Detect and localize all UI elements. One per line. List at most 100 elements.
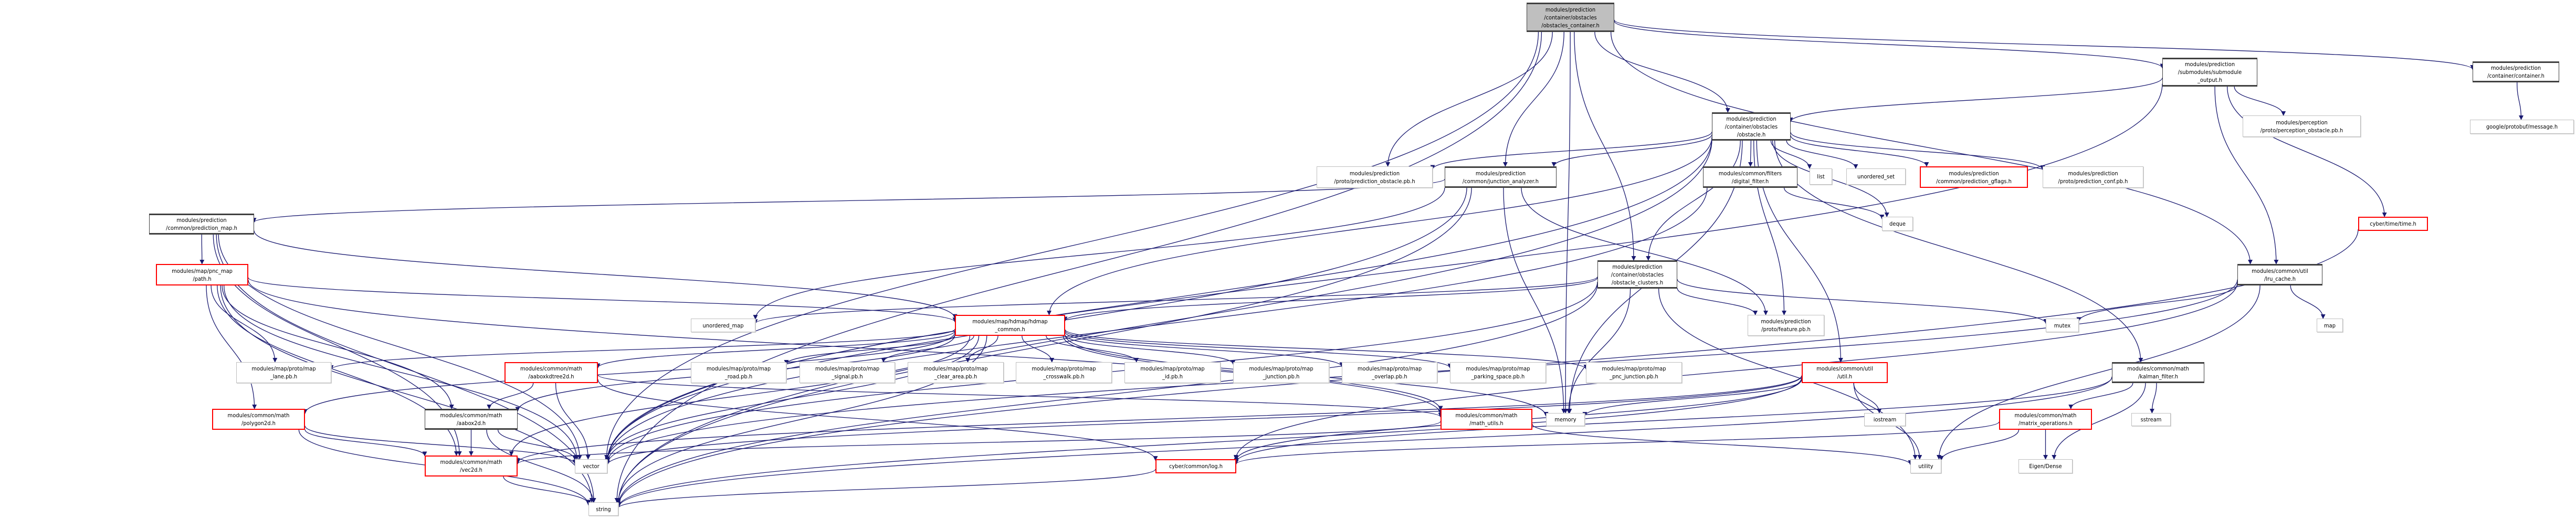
edge-prediction-map-to-hdmap-common <box>254 230 958 319</box>
node-time[interactable]: cyber/time/time.h <box>2358 217 2428 231</box>
edge-hdmap-common-to-pnc-junction-pb <box>1065 329 1589 369</box>
edge-pnc-path-to-hdmap-common <box>248 277 958 323</box>
edge-root-to-lru-cache <box>1611 31 2253 264</box>
node-unordered-set[interactable]: unordered_set <box>1846 168 1906 185</box>
node-prediction-obstacle[interactable]: modules/prediction /proto/prediction_obs… <box>1317 166 1433 188</box>
node-mutex[interactable]: mutex <box>2046 319 2079 332</box>
node-submodule-output[interactable]: modules/prediction /submodules/submodule… <box>2162 58 2257 87</box>
node-sstream[interactable]: sstream <box>2131 413 2171 426</box>
node-math-utils[interactable]: modules/common/math /math_utils.h <box>1441 409 1532 430</box>
edge-lru-cache-to-mutex <box>2076 284 2238 322</box>
node-gflags[interactable]: modules/prediction /common/prediction_gf… <box>1920 166 2028 188</box>
edge-util-to-vec2d <box>515 375 1802 463</box>
node-signal-pb[interactable]: modules/map/proto/map _signal.pb.h <box>800 362 895 383</box>
edge-lru-cache-to-utility <box>1936 285 2260 460</box>
edge-root-to-container <box>1614 19 2475 70</box>
edge-root-to-obstacle-clusters <box>1574 31 1636 261</box>
edge-hdmap-common-to-aaboxkdtree2d <box>595 331 955 368</box>
node-aabox2d[interactable]: modules/common/math /aabox2d.h <box>425 409 518 430</box>
node-feature[interactable]: modules/prediction /proto/feature.pb.h <box>1748 315 1824 336</box>
edge-obstacle-clusters-to-unordered-map <box>753 276 1598 324</box>
edge-junction-analyzer-to-unordered-map <box>753 187 1445 320</box>
edge-obstacle-clusters-to-mutex <box>1677 279 2048 324</box>
edge-digital-filter-to-vector <box>605 187 1708 463</box>
node-overlap-pb[interactable]: modules/map/proto/map _overlap.pb.h <box>1342 362 1437 383</box>
node-kalman-filter[interactable]: modules/common/math /kalman_filter.h <box>2112 362 2204 383</box>
edge-kalman-filter-to-sstream <box>2149 383 2157 414</box>
edge-root-to-string <box>614 31 1542 503</box>
edge-obstacle-clusters-to-utility <box>1658 288 1918 460</box>
node-lru-cache[interactable]: modules/common/util /lru_cache.h <box>2237 264 2322 285</box>
edge-kalman-filter-to-log <box>1234 377 2112 463</box>
edge-pnc-path-to-math-utils <box>248 280 1443 415</box>
edge-root-to-obstacle <box>1594 31 1730 113</box>
node-vector[interactable]: vector <box>575 459 607 473</box>
node-root[interactable]: modules/prediction /container/obstacles … <box>1527 3 1614 32</box>
edge-util-to-memory <box>1582 379 1802 417</box>
node-pnc-junction-pb[interactable]: modules/map/proto/map _pnc_junction.pb.h <box>1586 362 1682 383</box>
node-container[interactable]: modules/prediction /container/container.… <box>2473 61 2559 82</box>
edge-kalman-filter-to-matrix-operations <box>2068 383 2133 409</box>
node-pnc-path[interactable]: modules/map/pnc_map /path.h <box>156 264 248 285</box>
edge-math-utils-to-utility <box>1532 424 1913 465</box>
edge-kalman-filter-to-eigen <box>2052 383 2146 460</box>
edge-obstacle-clusters-to-memory <box>1566 288 1631 414</box>
node-perception-obstacle[interactable]: modules/perception /proto/perception_obs… <box>2243 115 2361 137</box>
edge-hdmap-common-to-crosswalk-pb <box>1022 335 1055 363</box>
node-parking-space-pb[interactable]: modules/map/proto/map _parking_space.pb.… <box>1450 362 1546 383</box>
node-hdmap-common[interactable]: modules/map/hdmap/hdmap _common.h <box>955 315 1065 336</box>
node-lane-pb[interactable]: modules/map/proto/map _lane.pb.h <box>236 362 331 383</box>
edge-hdmap-common-to-vector <box>605 335 980 461</box>
node-deque[interactable]: deque <box>1882 217 1913 231</box>
node-list[interactable]: list <box>1810 168 1832 185</box>
node-iostream[interactable]: iostream <box>1864 413 1906 426</box>
edge-submodule-output-to-perception-obstacle <box>2234 86 2286 116</box>
node-prediction-conf[interactable]: modules/prediction /proto/prediction_con… <box>2043 166 2143 188</box>
edge-log-to-string <box>616 469 1156 509</box>
edge-junction-analyzer-to-string <box>616 187 1472 504</box>
node-eigen[interactable]: Eigen/Dense <box>2018 459 2073 473</box>
edge-hdmap-common-to-signal-pb <box>881 335 974 363</box>
node-vec2d[interactable]: modules/common/math /vec2d.h <box>425 456 518 476</box>
edge-matrix-operations-to-log <box>1234 421 2000 465</box>
edge-obstacle-to-list <box>1770 140 1812 169</box>
node-clear-area-pb[interactable]: modules/map/proto/map _clear_area.pb.h <box>908 362 1004 383</box>
node-unordered-map[interactable]: unordered_map <box>691 319 755 332</box>
edge-root-to-memory <box>1563 31 1571 414</box>
edge-polygon2d-to-vector <box>304 426 577 465</box>
edge-hdmap-common-to-overlap-pb <box>1065 332 1344 367</box>
node-road-pb[interactable]: modules/map/proto/map _road.pb.h <box>691 362 786 383</box>
node-matrix-operations[interactable]: modules/common/math /matrix_operations.h <box>1999 409 2092 430</box>
node-junction-analyzer[interactable]: modules/prediction /common/junction_anal… <box>1445 166 1557 188</box>
edge-vec2d-to-string <box>503 476 591 505</box>
node-aaboxkdtree2d[interactable]: modules/common/math /aaboxkdtree2d.h <box>504 362 598 383</box>
edge-junction-analyzer-to-memory <box>1503 187 1566 414</box>
node-util[interactable]: modules/common/util /util.h <box>1802 362 1888 383</box>
node-digital-filter[interactable]: modules/common/filters /digital_filter.h <box>1703 166 1797 188</box>
edge-obstacle-to-junction-analyzer <box>1551 134 1712 167</box>
node-utility[interactable]: utility <box>1910 459 1941 473</box>
node-log[interactable]: cyber/common/log.h <box>1155 459 1236 473</box>
node-obstacle-clusters[interactable]: modules/prediction /container/obstacles … <box>1597 260 1677 289</box>
node-junction-pb[interactable]: modules/map/proto/map _junction.pb.h <box>1233 362 1329 383</box>
edge-obstacle-to-digital-filter <box>1748 140 1753 167</box>
node-crosswalk-pb[interactable]: modules/map/proto/map _crosswalk.pb.h <box>1016 362 1112 383</box>
edge-container-to-message <box>2517 82 2524 120</box>
node-memory[interactable]: memory <box>1546 413 1585 426</box>
edge-root-to-prediction-obstacle <box>1385 31 1553 167</box>
edge-hdmap-common-to-vec2d <box>509 335 971 456</box>
node-polygon2d[interactable]: modules/common/math /polygon2d.h <box>212 409 305 430</box>
node-prediction-map[interactable]: modules/prediction /common/prediction_ma… <box>149 214 254 235</box>
edge-junction-analyzer-to-prediction-map <box>251 178 1445 223</box>
node-map[interactable]: map <box>2317 319 2343 332</box>
edge-aabox2d-to-string <box>486 429 596 503</box>
node-string[interactable]: string <box>588 502 618 516</box>
edge-obstacle-to-hdmap-common <box>1047 137 1712 315</box>
node-message[interactable]: google/protobuf/message.h <box>2470 120 2574 134</box>
edge-util-to-string <box>616 377 1802 508</box>
edge-aaboxkdtree2d-to-vector <box>555 383 591 460</box>
node-obstacle[interactable]: modules/prediction /container/obstacles … <box>1712 112 1791 141</box>
node-id-pb[interactable]: modules/map/proto/map _id.pb.h <box>1124 362 1221 383</box>
edge-submodule-output-to-obstacle <box>1788 78 2163 123</box>
